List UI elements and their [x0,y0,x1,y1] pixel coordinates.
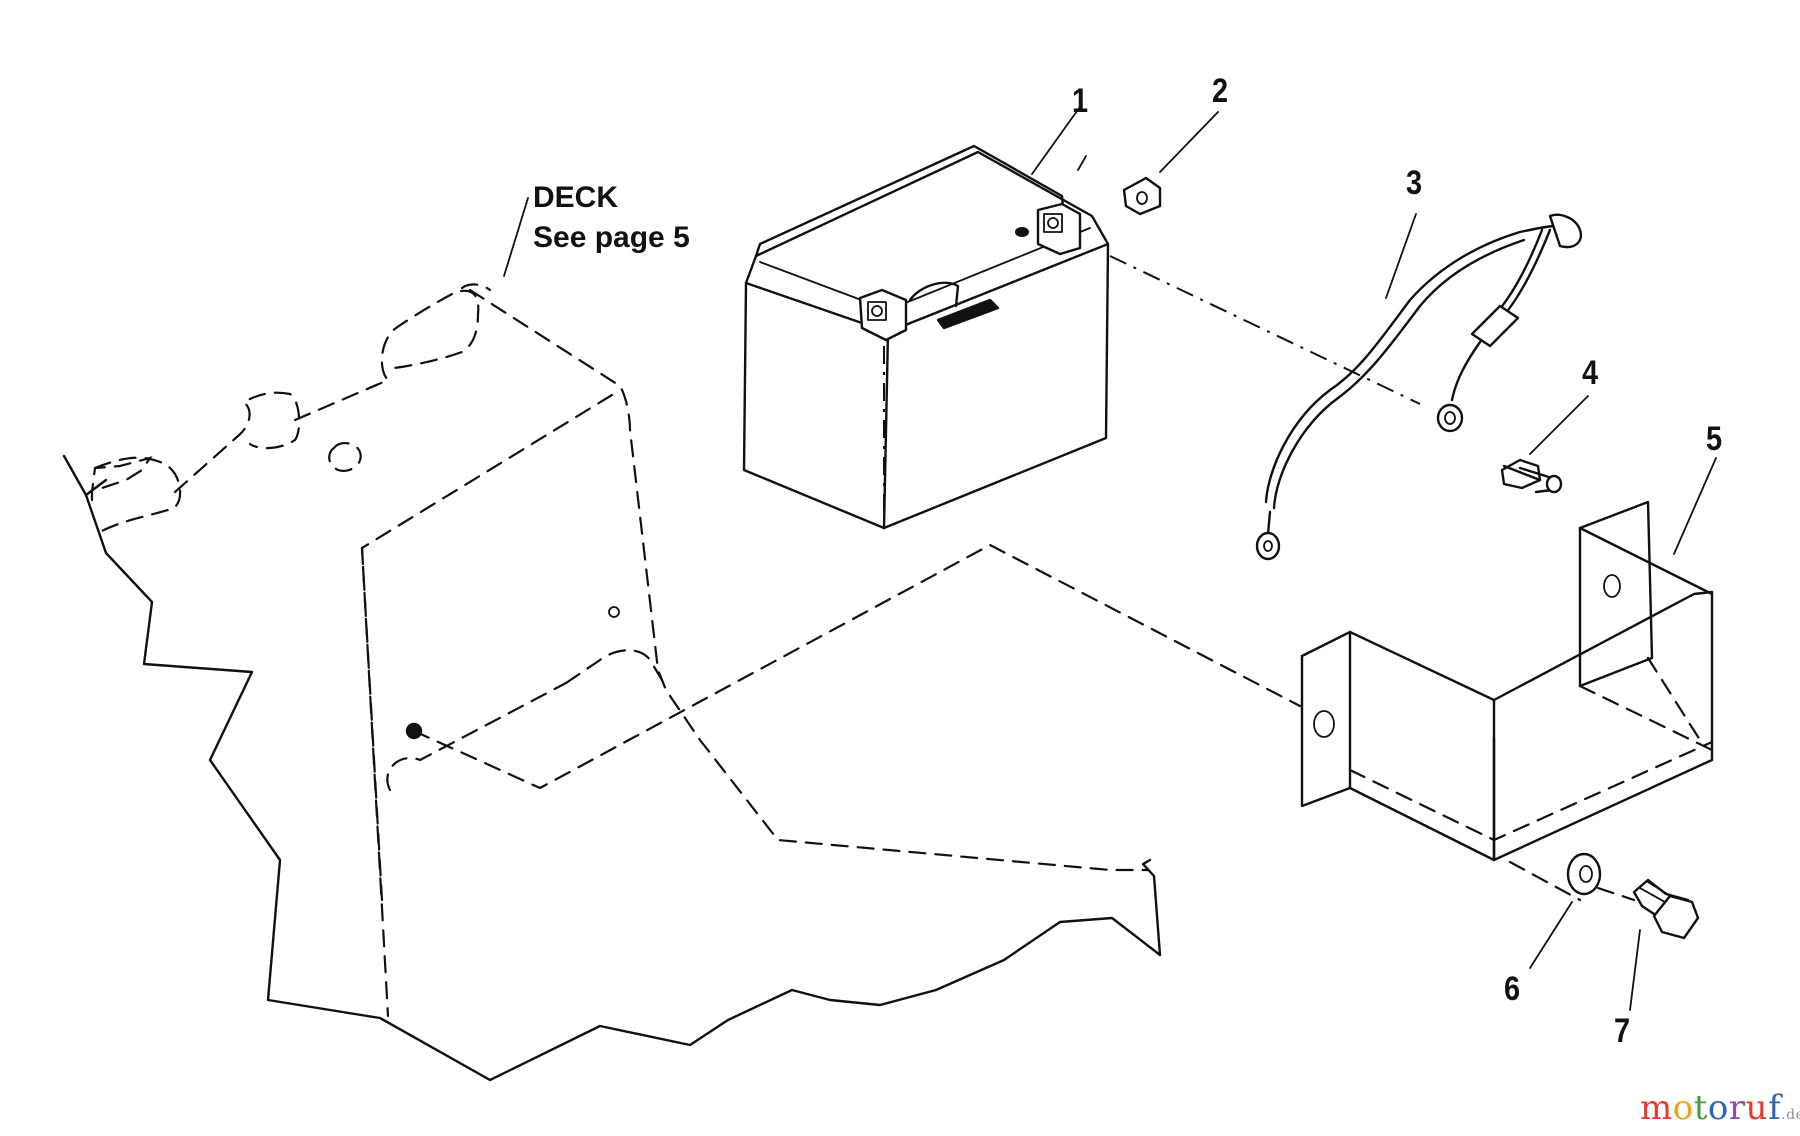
leader-1b [1031,103,1083,175]
washer [1529,852,1602,969]
watermark-text: motoruf [1640,1088,1781,1128]
watermark-letter: r [1728,1088,1746,1128]
callout-7: 7 [1614,1012,1631,1050]
mower-frame [62,454,1162,1082]
deck-leader [503,197,529,277]
bracket [1300,457,1717,902]
deck-label: DECK See page 5 [533,178,690,258]
deck-label-reference: See page 5 [533,221,690,254]
watermark-letter: t [1693,1088,1708,1128]
callout-5: 5 [1706,420,1723,458]
leader-1 [1077,155,1087,171]
cable [1255,213,1583,561]
watermark-letter: o [1672,1088,1694,1128]
bolt-small [1500,395,1589,494]
watermark-tld: .de [1781,1107,1800,1123]
deck-label-title: DECK [533,181,619,214]
callout-2: 2 [1212,72,1229,110]
battery [742,144,1421,530]
callout-4: 4 [1582,354,1599,392]
watermark-logo: motoruf.de [1640,1088,1800,1128]
nut [1122,111,1219,216]
watermark-letter: f [1768,1088,1782,1128]
callout-6: 6 [1504,970,1521,1008]
callout-1: 1 [1072,82,1089,120]
watermark-letter: m [1640,1088,1673,1128]
bolt-large [1596,878,1700,1011]
callout-3: 3 [1406,164,1423,202]
watermark-letter: u [1745,1088,1769,1128]
watermark-letter: o [1707,1088,1729,1128]
deck-outline [90,283,1302,1018]
